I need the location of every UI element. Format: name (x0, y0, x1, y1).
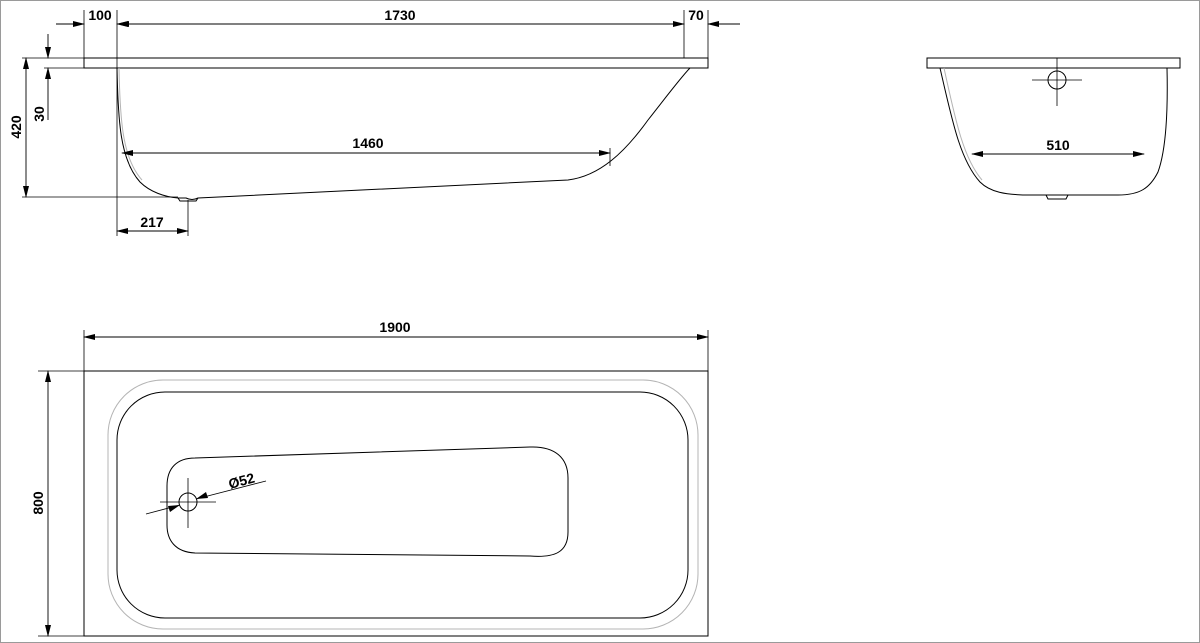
top-bottom-area (166, 446, 569, 557)
side-tub-body (116, 67, 691, 200)
dim-label-rim-left: 100 (88, 7, 112, 23)
top-view: Ø52 1900 800 (30, 319, 709, 637)
end-view: 510 (926, 57, 1181, 200)
side-rim (83, 57, 709, 69)
end-tub-body (939, 67, 1168, 196)
dim-label-rim-thickness: 30 (31, 106, 47, 122)
dim-label-rim-right: 70 (688, 7, 704, 23)
dim-label-inner-length: 1730 (384, 7, 415, 23)
dim-line-diameter-b (195, 480, 267, 500)
dim-label-bottom-width: 510 (1046, 137, 1070, 153)
top-rim-outer (107, 379, 699, 630)
dim-label-drain-offset: 217 (140, 214, 164, 230)
top-rim-inner (116, 391, 689, 619)
end-tub-inner (943, 67, 983, 181)
dim-label-bottom-length: 1460 (352, 135, 383, 151)
side-view: 100 1730 70 420 30 1460 217 (8, 7, 740, 236)
side-tub-inner (118, 67, 143, 181)
dim-label-total-width: 800 (30, 491, 46, 515)
arrow (168, 505, 180, 512)
dim-label-total-length: 1900 (379, 319, 410, 335)
end-rim (926, 57, 1181, 69)
arrow (196, 492, 208, 499)
dim-label-drain-diameter: Ø52 (227, 470, 257, 492)
end-drain-bump (1045, 194, 1069, 200)
dim-label-total-height: 420 (8, 115, 24, 139)
top-outline (83, 370, 709, 637)
